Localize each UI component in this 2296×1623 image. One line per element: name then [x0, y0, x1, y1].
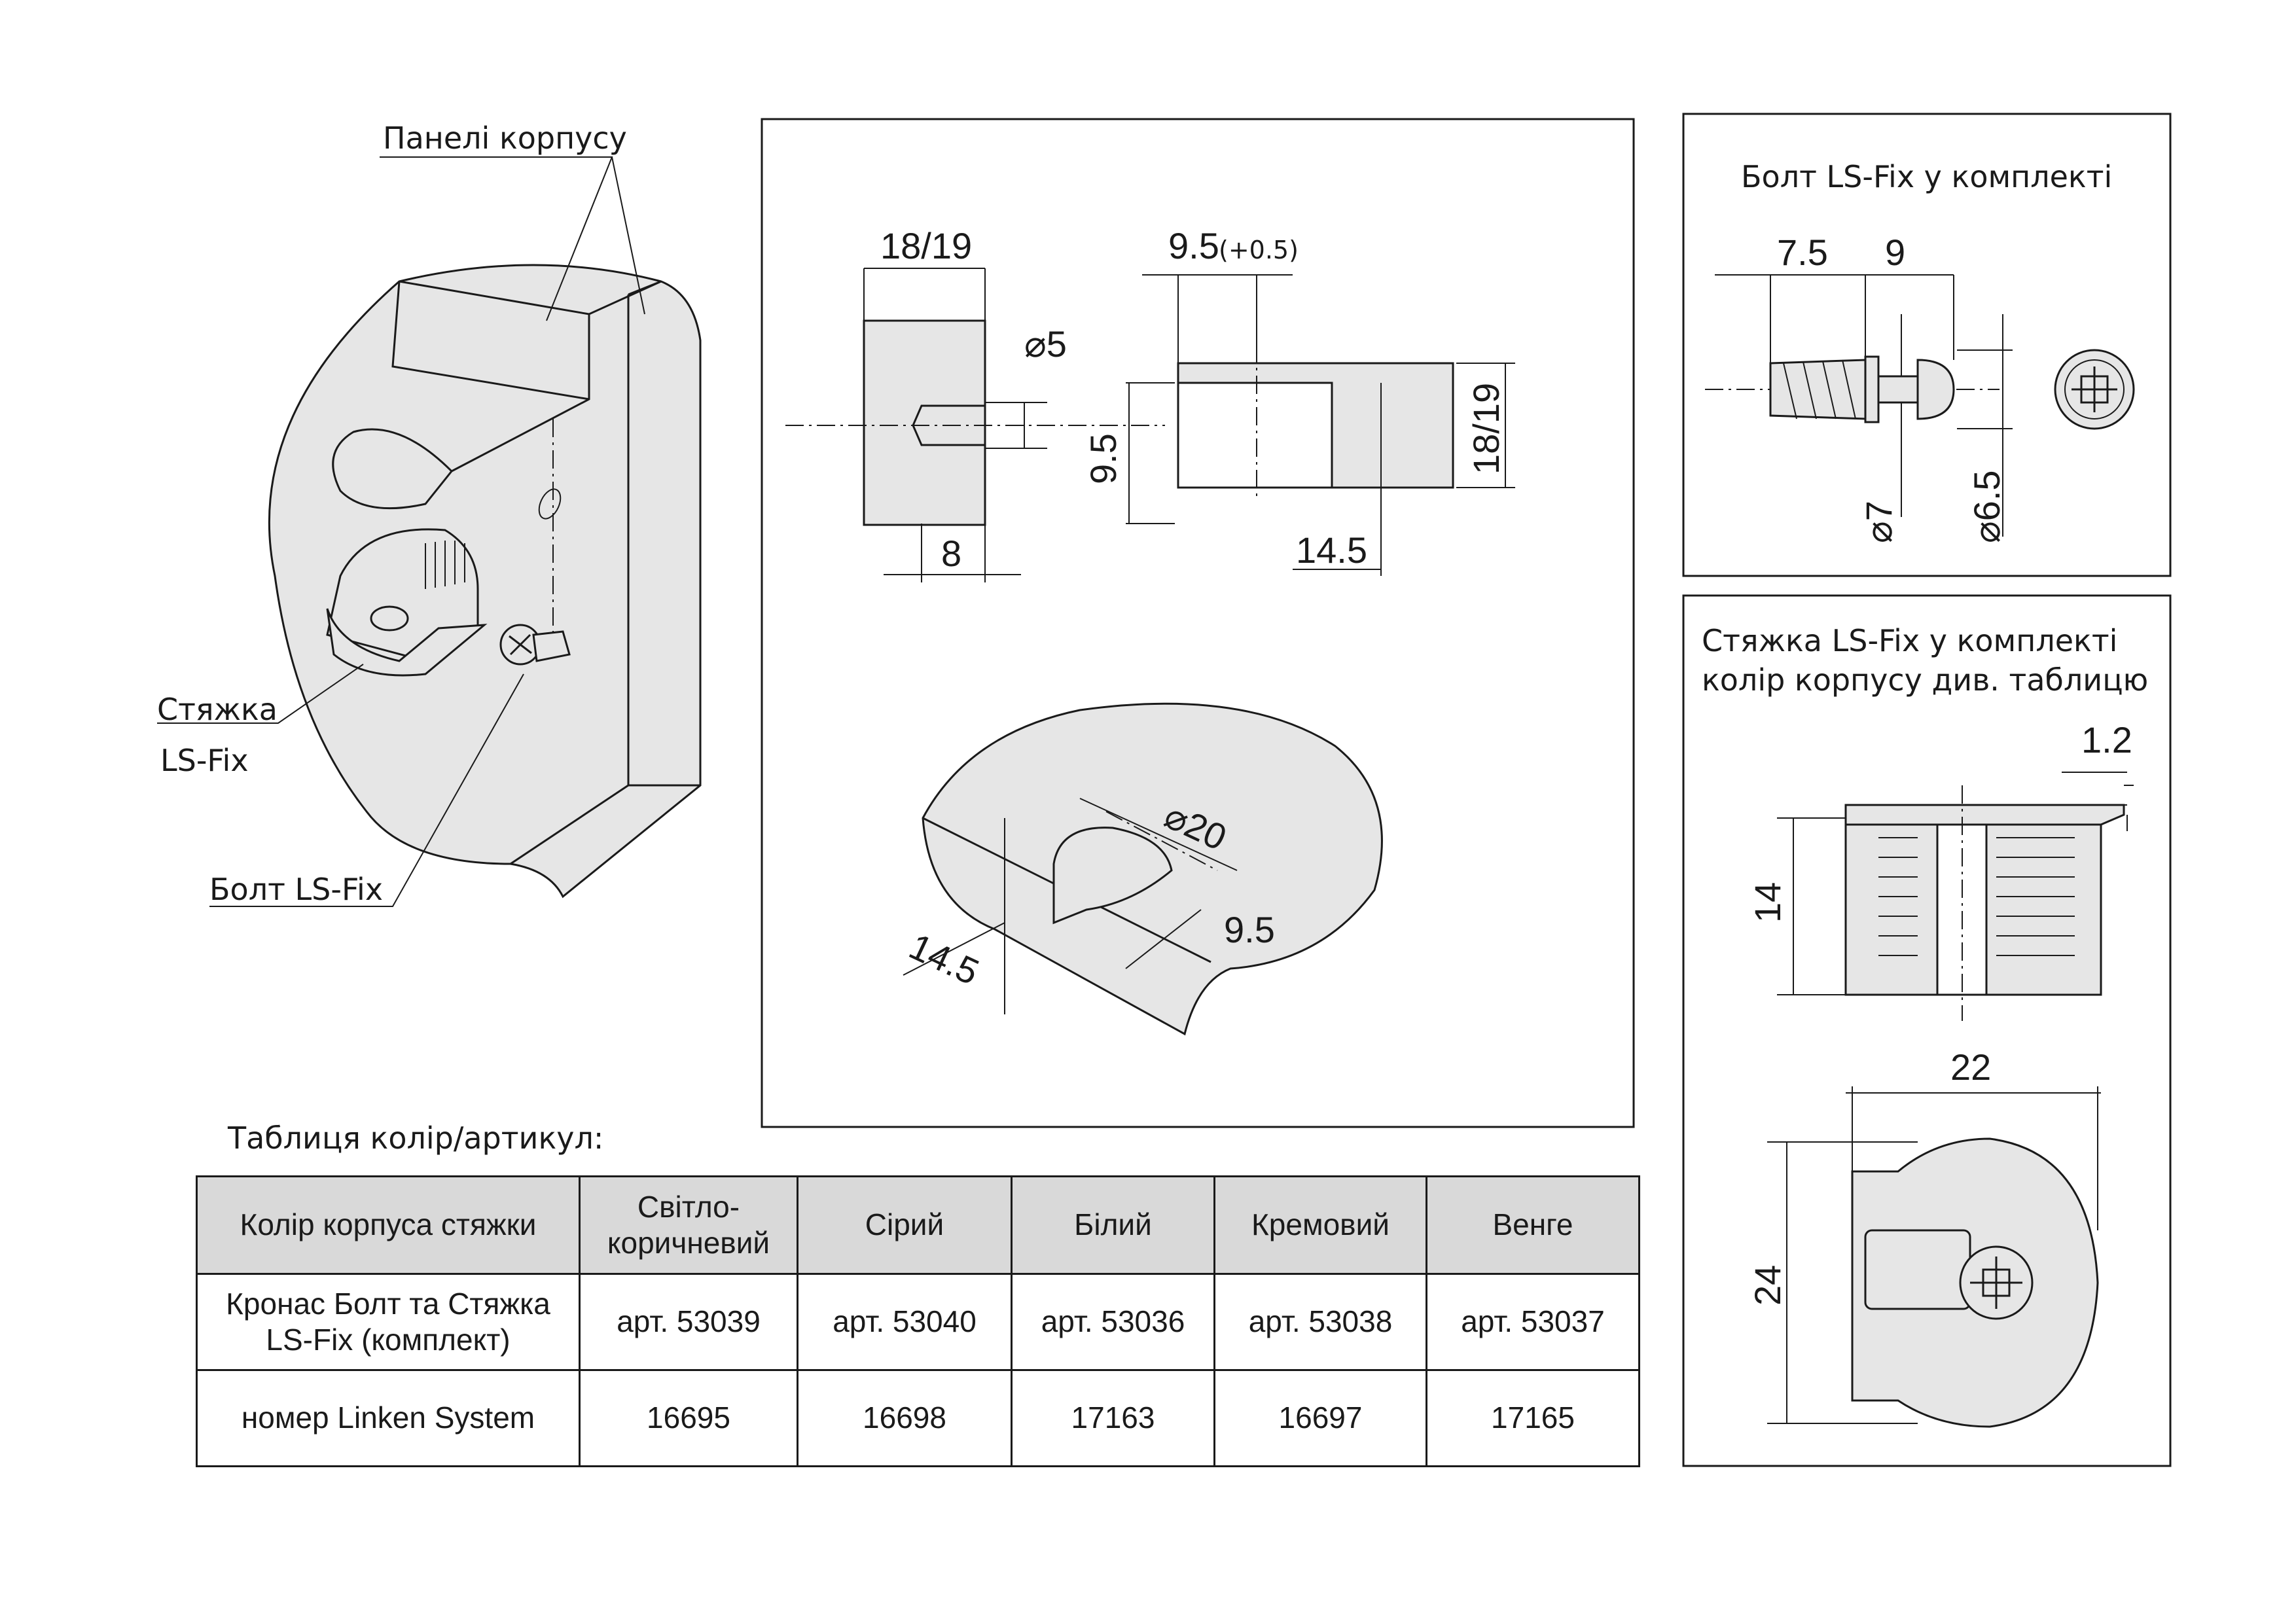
dim-cam-1-2: 1.2	[2081, 719, 2132, 760]
dim-depth-14-5: 14.5	[1296, 529, 1367, 571]
drilling-side-view: 18/19 ⌀5 8	[785, 225, 1165, 582]
table-cell: 17165	[1426, 1369, 1640, 1467]
dim-hole-offset: 9.5	[1168, 225, 1219, 266]
header-cream: Кремовий	[1213, 1175, 1427, 1275]
dim-bolt-7-5: 7.5	[1777, 232, 1828, 273]
table-cell: 16698	[797, 1369, 1013, 1467]
header-wenge: Венге	[1426, 1175, 1640, 1275]
row-label-kronas-line2: LS-Fix (комплект)	[266, 1323, 511, 1357]
dim-bolt-9: 9	[1885, 232, 1905, 273]
drilling-frame	[761, 118, 1635, 1128]
header-white: Білий	[1011, 1175, 1215, 1275]
assembly-illustration: Панелі корпусу Стяжка LS-Fix Болт LS-Fix	[157, 120, 702, 907]
row-label-linken: номер Linken System	[196, 1369, 581, 1467]
label-stiazhka: Стяжка	[157, 692, 278, 727]
table-header-row: Колір корпуса стяжки Світло-коричневий С…	[196, 1175, 1640, 1275]
table-row: номер Linken System 16695 16698 17163 16…	[196, 1369, 1640, 1467]
dim-bolt-d6-5: ⌀6.5	[1966, 470, 2007, 543]
table-cell: арт. 53040	[797, 1273, 1013, 1371]
label-bolt: Болт LS-Fix	[209, 872, 383, 907]
cam-front-drawing: 22 24	[1747, 1046, 2101, 1428]
header-color: Колір корпуса стяжки	[196, 1175, 581, 1275]
dim-cam-24: 24	[1747, 1265, 1788, 1306]
dim-bolt-d7: ⌀7	[1858, 501, 1899, 543]
cam-frame	[1682, 594, 2172, 1467]
dim-tolerance: (+0.5)	[1219, 236, 1299, 264]
dim-side-18-19: 18/19	[1465, 383, 1507, 474]
table-cell: арт. 53038	[1213, 1273, 1427, 1371]
label-panels: Панелі корпусу	[383, 120, 627, 156]
dim-panel-thickness: 18/19	[880, 225, 972, 266]
table-cell: 17163	[1011, 1369, 1215, 1467]
dim-iso-9-5: 9.5	[1224, 909, 1275, 950]
table-cell: арт. 53036	[1011, 1273, 1215, 1371]
cabinet-panels	[268, 264, 702, 899]
header-light-brown-line1: Світло-	[637, 1189, 740, 1224]
drilling-top-view: 9.5 (+0.5) 9.5 18/19 14.5	[1083, 225, 1515, 576]
header-grey: Сірий	[797, 1175, 1013, 1275]
bolt-illustration	[499, 624, 571, 666]
dim-iso-14-5: 14.5	[903, 925, 985, 993]
table-cell: 16697	[1213, 1369, 1427, 1467]
table-cell: арт. 53037	[1426, 1273, 1640, 1371]
cam-color-note: колір корпусу див. таблицю	[1702, 662, 2148, 698]
table-caption: Таблиця колір/артикул:	[228, 1120, 604, 1156]
header-light-brown: Світло-коричневий	[579, 1175, 798, 1275]
color-article-table: Колір корпуса стяжки Світло-коричневий С…	[196, 1175, 1640, 1467]
label-ls-fix: LS-Fix	[160, 743, 249, 778]
dim-cam-14: 14	[1747, 882, 1788, 923]
dim-cam-22: 22	[1950, 1046, 1991, 1088]
bolt-drawing: 7.5 9 ⌀7 ⌀6.5	[1705, 232, 2135, 543]
table-cell: 16695	[579, 1369, 798, 1467]
dim-height-9-5: 9.5	[1083, 433, 1124, 484]
cam-side-drawing: 14 1.2	[1747, 719, 2134, 1021]
drilling-isometric-view: ⌀20 9.5 14.5	[903, 702, 1383, 1036]
bolt-frame	[1682, 113, 2172, 577]
dim-diameter-5: ⌀5	[1024, 323, 1067, 365]
row-label-kronas-line1: Кронас Болт та Стяжка	[226, 1286, 550, 1321]
header-light-brown-line2: коричневий	[607, 1226, 770, 1260]
cam-set-title: Стяжка LS-Fix у комплекті	[1702, 623, 2117, 658]
dim-depth-8: 8	[941, 533, 961, 574]
bolt-set-title: Болт LS-Fix у комплекті	[1741, 159, 2112, 194]
table-cell: арт. 53039	[579, 1273, 798, 1371]
cam-lock	[326, 528, 488, 677]
